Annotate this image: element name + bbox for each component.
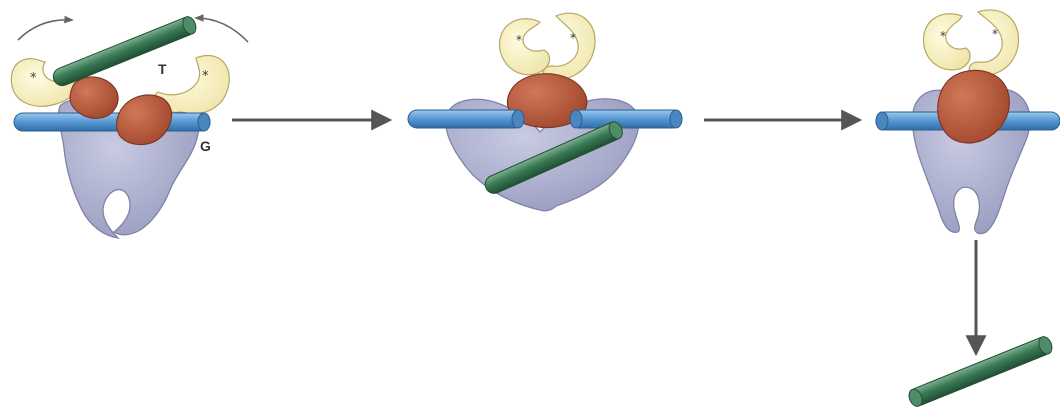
atpase-domain-right-closed xyxy=(543,13,595,80)
stage-3-g-segment-resealed: * * xyxy=(876,10,1060,234)
atp-marker-right-3: * xyxy=(992,27,998,41)
atp-marker-right-2: * xyxy=(570,31,576,45)
released-t-segment-dna xyxy=(907,335,1055,409)
atp-marker-left-3: * xyxy=(940,29,946,43)
rotation-arrow-left-icon xyxy=(18,20,72,40)
g-segment-dna-left-half xyxy=(408,110,524,128)
dna-gate-domain-left xyxy=(70,77,118,118)
atpase-domain-left-closed xyxy=(500,19,550,75)
g-segment-dna xyxy=(14,113,210,131)
t-segment-label: T xyxy=(158,61,167,77)
atp-marker-right: * xyxy=(202,69,209,84)
g-segment-dna-right-half xyxy=(570,110,682,128)
t-segment-dna xyxy=(51,15,199,89)
atpase-domain-left-closed-3 xyxy=(923,14,970,70)
rotation-arrow-right-icon xyxy=(196,18,248,42)
atpase-domain-right-closed-3 xyxy=(969,10,1018,76)
g-segment-label: G xyxy=(200,138,211,154)
stage-1-g-segment-bound: * * T G xyxy=(11,15,248,238)
atp-marker-left-2: * xyxy=(516,33,522,47)
atp-marker-left: * xyxy=(30,71,37,86)
stage-2-t-segment-passage: * * xyxy=(408,13,682,211)
